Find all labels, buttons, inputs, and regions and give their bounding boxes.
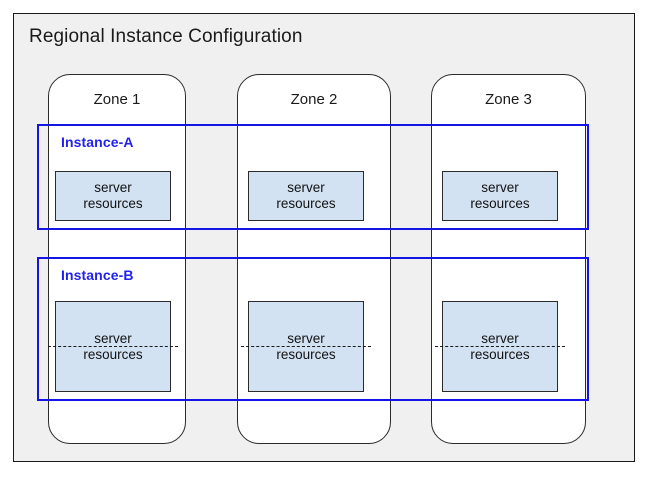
page-title: Regional Instance Configuration — [29, 26, 303, 47]
split-divider-icon — [435, 345, 565, 347]
server-resources-box-a3[interactable]: server resources — [442, 171, 558, 221]
zone-label-1: Zone 1 — [93, 91, 141, 108]
server-box-line-2: resources — [470, 346, 530, 362]
server-box-line-2: resources — [83, 346, 143, 362]
zone-label-2: Zone 2 — [290, 91, 338, 108]
server-resources-box-b1[interactable]: server resources — [48, 301, 178, 392]
server-box-line-2: resources — [83, 196, 143, 211]
server-resources-box-b3[interactable]: server resources — [435, 301, 565, 392]
server-resources-box-b2[interactable]: server resources — [241, 301, 371, 392]
server-box-line-1: server — [481, 180, 519, 195]
zone-label-3: Zone 3 — [485, 91, 532, 108]
server-resources-box-a2[interactable]: server resources — [248, 171, 364, 221]
server-box-line-2: resources — [276, 346, 336, 362]
server-box-line-1: server — [481, 330, 519, 346]
server-box-line-1: server — [94, 180, 132, 195]
server-box-line-1: server — [287, 180, 325, 195]
region-frame: Regional Instance Configuration Zone 1 Z… — [13, 13, 635, 462]
server-box-line-2: resources — [470, 196, 530, 211]
server-box-line-2: resources — [276, 196, 336, 211]
split-divider-icon — [241, 345, 371, 347]
server-box-line-1: server — [287, 330, 325, 346]
server-box-line-1: server — [94, 330, 132, 346]
split-divider-icon — [48, 345, 178, 347]
server-resources-box-a1[interactable]: server resources — [55, 171, 171, 221]
